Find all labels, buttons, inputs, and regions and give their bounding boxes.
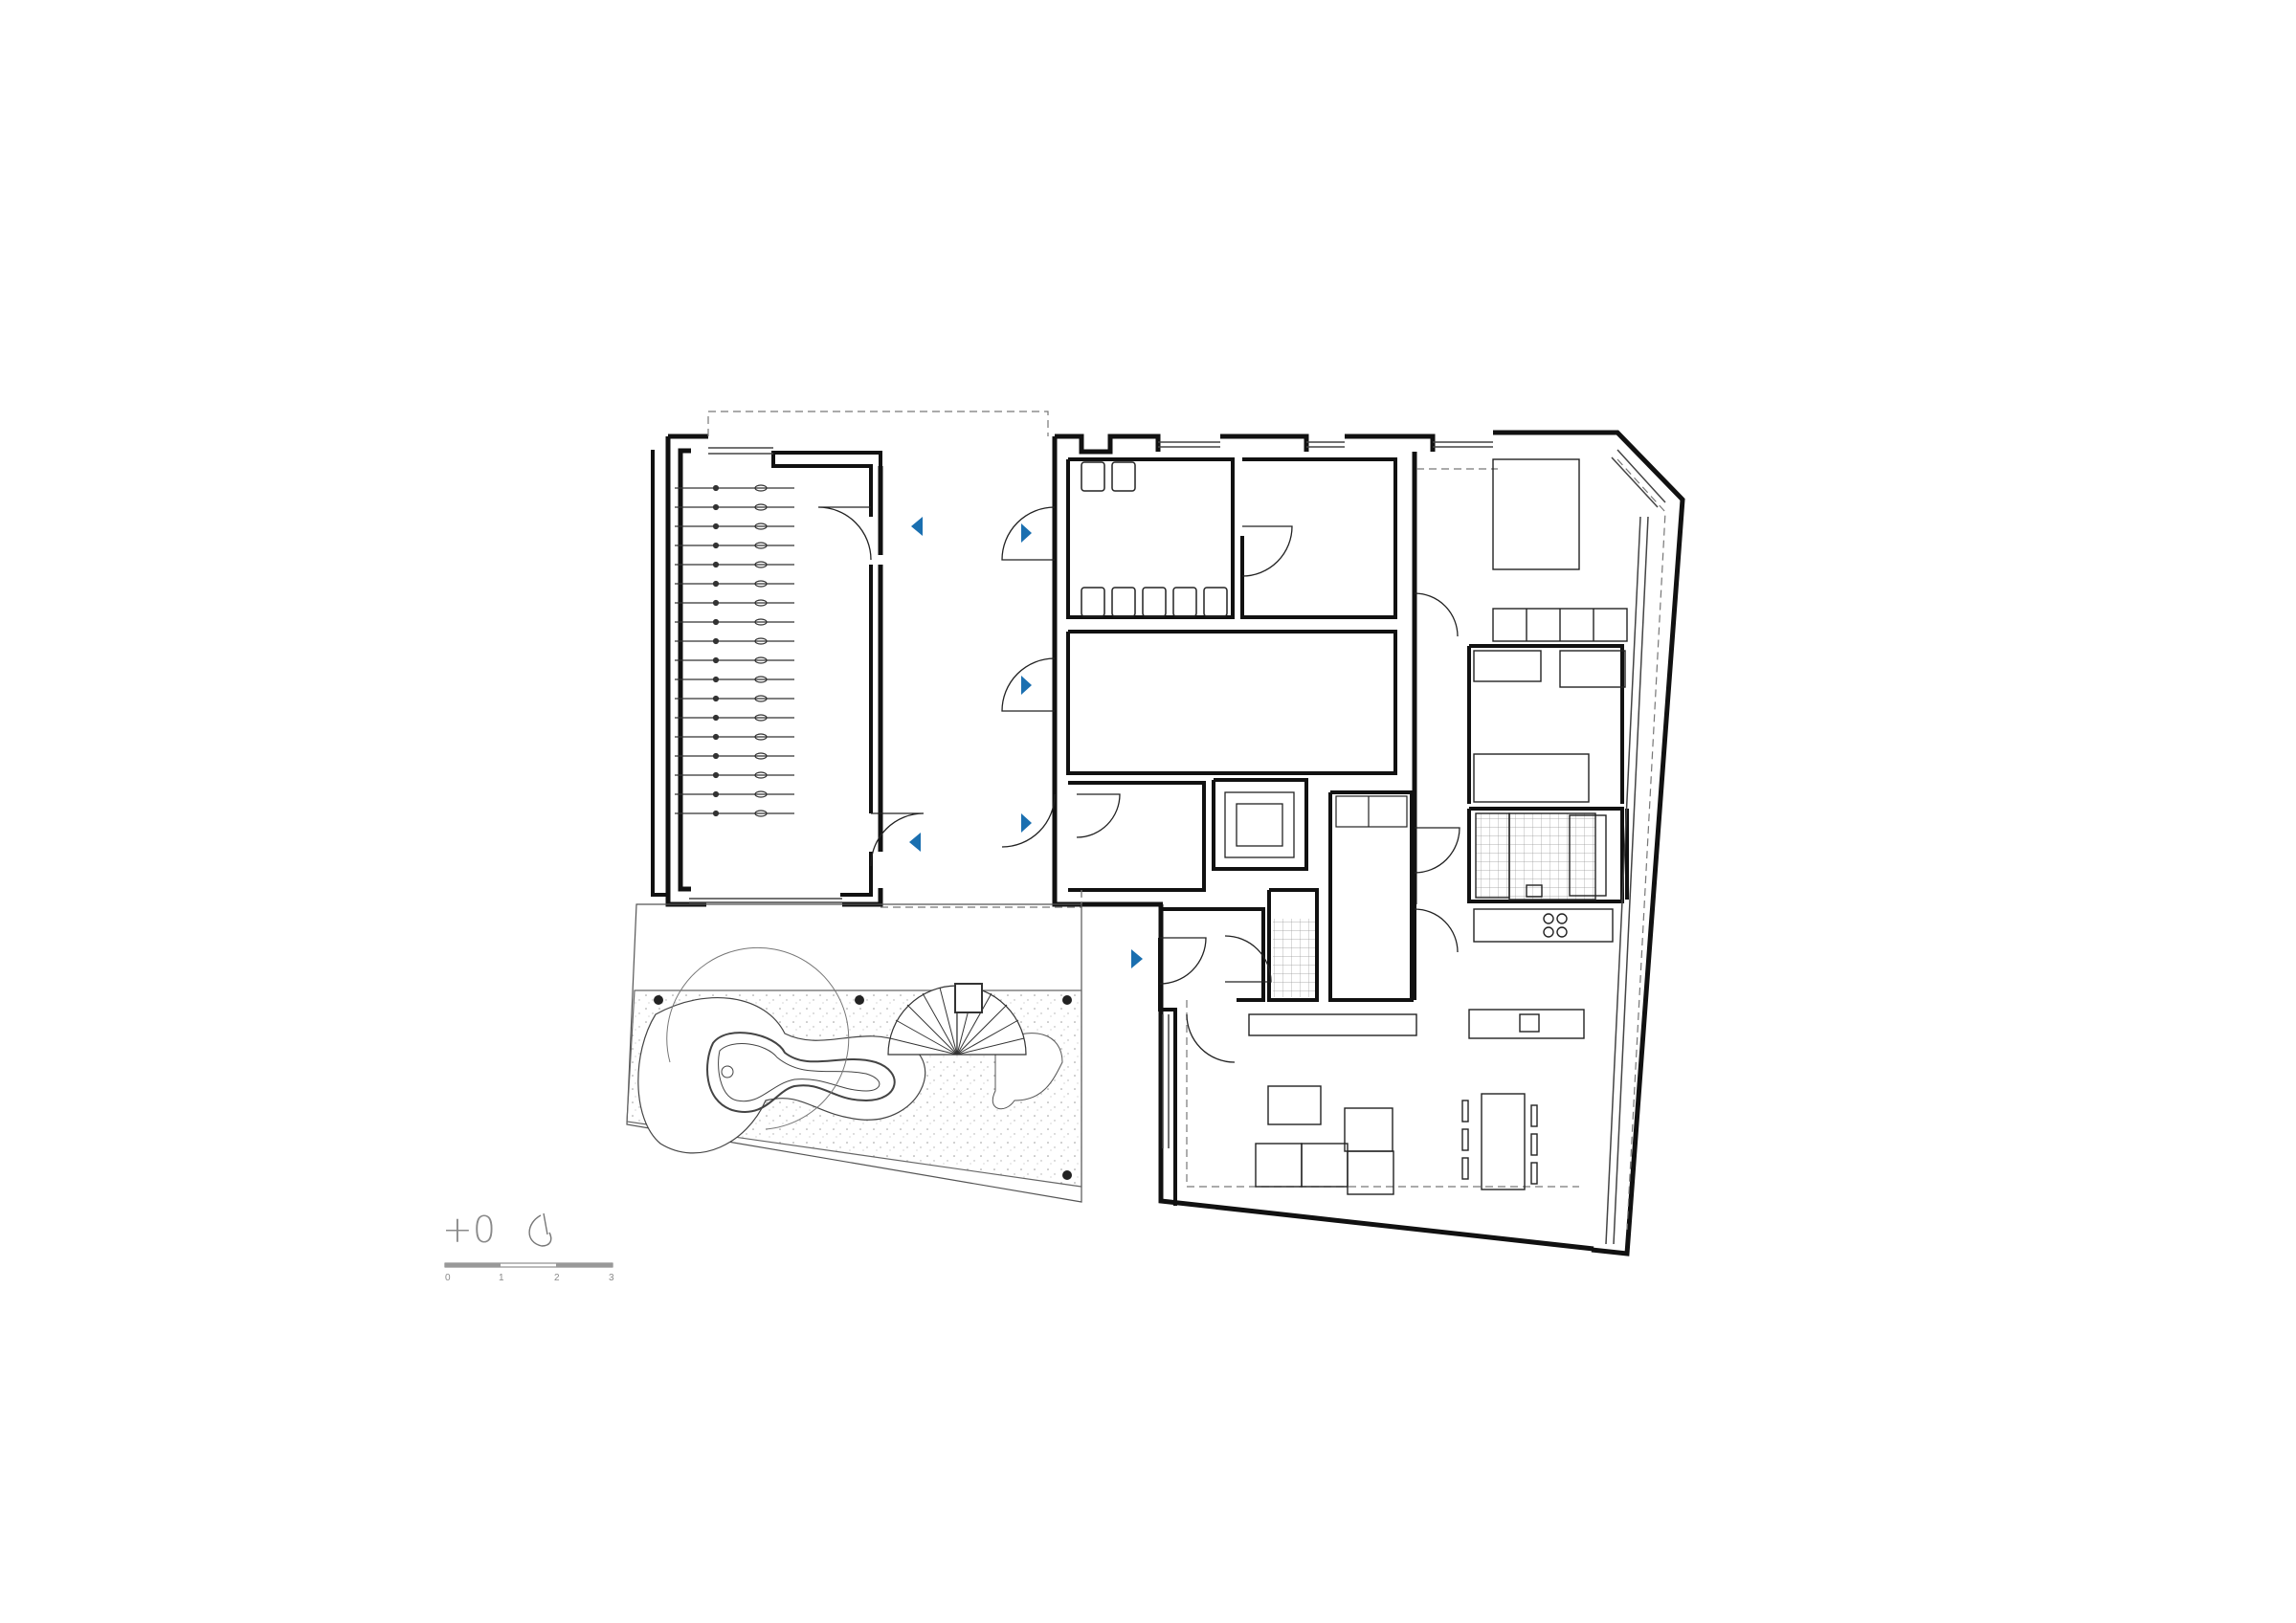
- level-label: +0: [442, 1209, 496, 1251]
- bike-racks: [674, 484, 795, 817]
- scale-tick: 2: [554, 1273, 560, 1283]
- garden: [626, 903, 1082, 1203]
- wc-tiles: [1273, 919, 1315, 997]
- elevator-shaft: [1224, 791, 1295, 858]
- windows: [689, 441, 1666, 1245]
- furniture: [1248, 458, 1628, 1195]
- north-arrow-icon: [528, 1212, 552, 1247]
- entrance-triangle-icon: [1021, 676, 1032, 695]
- doors: [817, 506, 1460, 1063]
- scale-bar: 0 1 2 3: [444, 1262, 614, 1283]
- entrance-triangle-icon: [1021, 813, 1032, 833]
- storage-bins: [1081, 461, 1228, 617]
- entrance-triangle-icon: [909, 833, 921, 852]
- entrance-triangle-icon: [911, 517, 923, 536]
- scale-tick: 0: [445, 1273, 451, 1283]
- entrance-triangle-icon: [1021, 523, 1032, 543]
- interior-walls: [651, 450, 1629, 1206]
- technical-room-cabinets: [1335, 795, 1408, 828]
- entrance-triangle-icon: [1131, 949, 1143, 968]
- scale-tick: 1: [499, 1273, 504, 1283]
- scale-tick: 3: [609, 1273, 614, 1283]
- entrance-markers: [909, 517, 1143, 968]
